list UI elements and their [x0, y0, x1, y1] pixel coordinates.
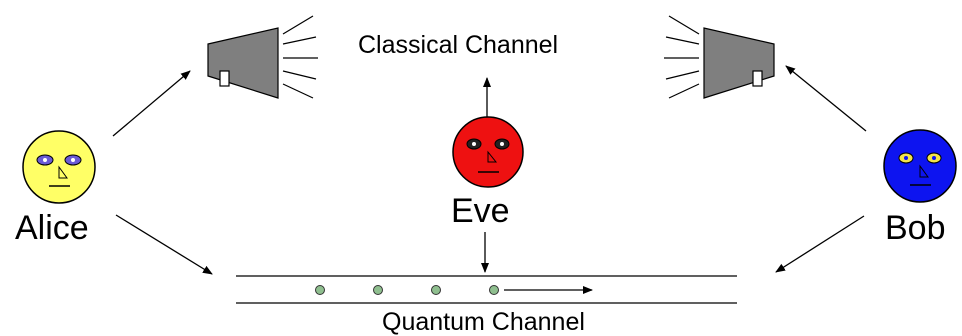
alice-face-icon — [22, 130, 96, 204]
arrow-bob-to-quantum — [775, 215, 865, 273]
arrow-alice-to-quantum — [115, 214, 213, 275]
photon-icon — [315, 285, 325, 295]
megaphone-right-icon — [664, 15, 775, 99]
bob-face-icon — [883, 129, 957, 203]
eve-name-label: Eve — [451, 192, 510, 230]
alice-name-label: Alice — [15, 209, 89, 247]
arrow-bob-to-megaphone — [785, 65, 867, 132]
photon-icon — [489, 285, 499, 295]
classical-channel-label: Classical Channel — [358, 31, 559, 59]
bob-name-label: Bob — [885, 209, 946, 247]
photon-icon — [431, 285, 441, 295]
megaphone-left-icon — [207, 15, 318, 99]
photon-icon — [373, 285, 383, 295]
eve-face-icon — [452, 116, 524, 188]
quantum-channel-label: Quantum Channel — [382, 308, 585, 336]
arrow-alice-to-megaphone — [112, 70, 191, 137]
